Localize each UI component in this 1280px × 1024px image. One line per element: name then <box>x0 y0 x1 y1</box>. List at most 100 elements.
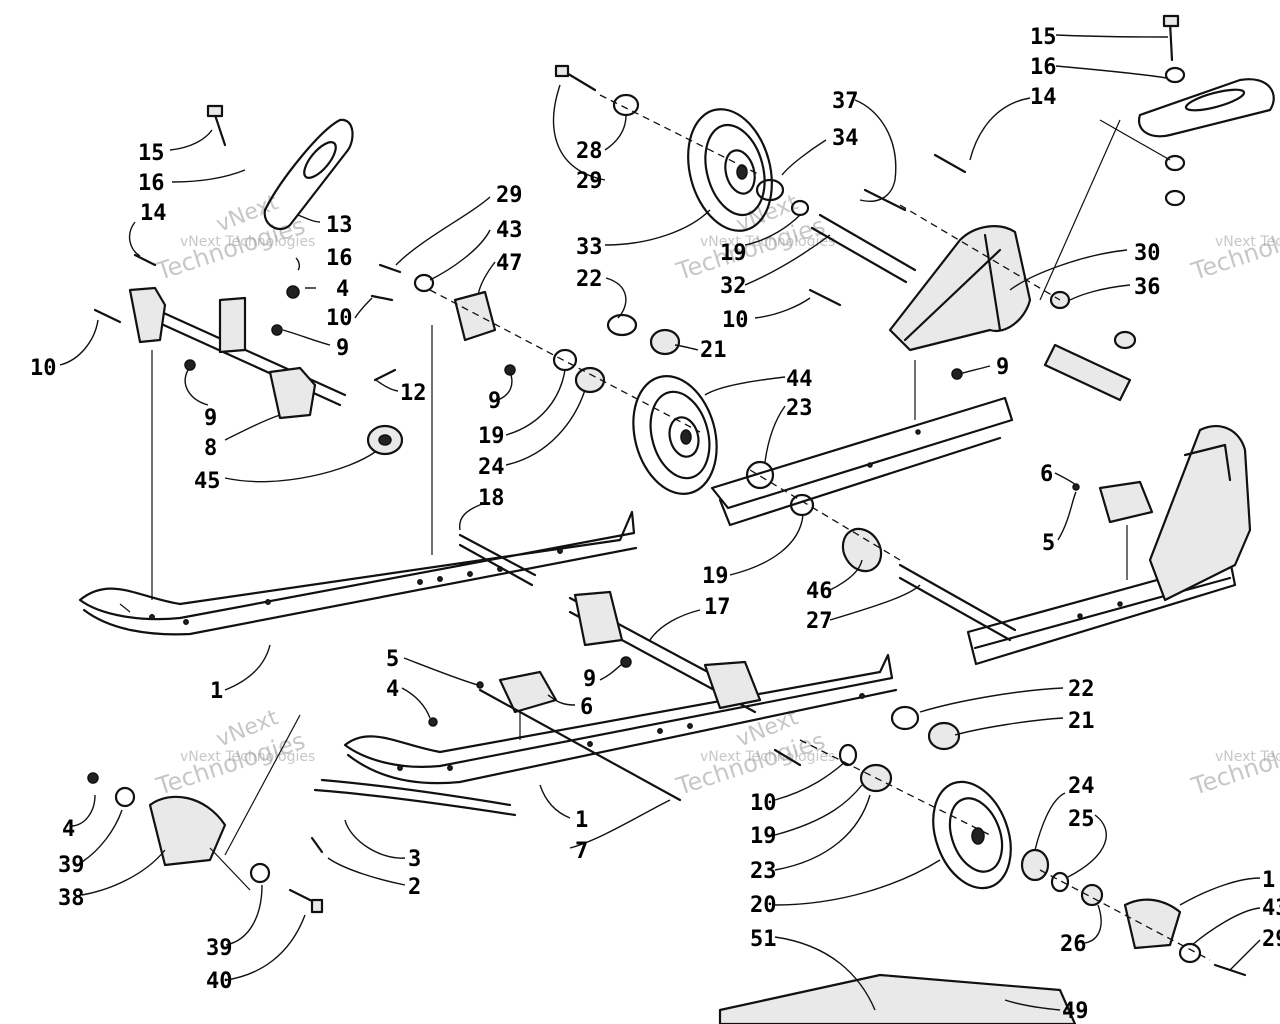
watermark-line3: Technologies <box>1187 211 1280 286</box>
callout-29: 29 <box>576 169 603 194</box>
callout-49: 49 <box>1062 999 1089 1024</box>
watermark-top-right: vNext Technologies Technologies <box>1187 211 1280 286</box>
watermark-top-left: vNext vNext Technologies Technologies <box>152 190 315 286</box>
watermark-line2: vNext Technologies <box>700 234 835 250</box>
callout-44: 44 <box>786 367 813 392</box>
cross-rod-18 <box>458 533 537 587</box>
callout-34: 34 <box>832 126 859 151</box>
rear-axle-tube <box>810 213 1132 402</box>
front-shaft-assembly <box>128 286 404 456</box>
callout-36: 36 <box>1134 275 1161 300</box>
callout-8: 8 <box>204 436 217 461</box>
callout-12: 12 <box>400 381 427 406</box>
center-shaft-17 <box>568 590 762 714</box>
callout-15: 15 <box>1030 25 1057 50</box>
callout-4: 4 <box>62 817 75 842</box>
callout-9: 9 <box>583 667 596 692</box>
idler-wheel-33 <box>687 108 773 232</box>
watermark-line2: vNext Technologies <box>1215 234 1280 250</box>
front-arm-13 <box>263 118 354 231</box>
rear-arm-30 <box>888 225 1032 352</box>
callout-19: 19 <box>702 564 729 589</box>
callout-21: 21 <box>1068 709 1095 734</box>
callout-2: 2 <box>408 875 421 900</box>
cross-rod-27 <box>841 527 1017 642</box>
idler-wheel-44 <box>632 375 718 495</box>
callout-24: 24 <box>1068 774 1095 799</box>
watermark-line2: vNext Technologies <box>180 749 315 765</box>
callout-10: 10 <box>326 306 353 331</box>
callout-24: 24 <box>478 455 505 480</box>
callout-16: 16 <box>1030 55 1057 80</box>
callout-29: 29 <box>1262 927 1280 952</box>
leader-lines <box>59 34 1261 1011</box>
callout-13: 13 <box>326 213 353 238</box>
callout-1: 1 <box>575 808 588 833</box>
callout-6: 6 <box>1040 462 1053 487</box>
callout-43: 43 <box>496 218 523 243</box>
callout-43: 43 <box>1262 896 1280 921</box>
callout-23: 23 <box>750 859 777 884</box>
callout-14: 14 <box>1030 85 1057 110</box>
callout-22: 22 <box>1068 677 1095 702</box>
callout-5: 5 <box>386 647 399 672</box>
callout-18: 18 <box>478 486 505 511</box>
callout-19: 19 <box>750 824 777 849</box>
watermark-line3: Technologies <box>1187 726 1280 801</box>
callout-27: 27 <box>806 609 833 634</box>
callout-10: 10 <box>750 791 777 816</box>
callout-9: 9 <box>336 336 349 361</box>
callout-1: 1 <box>210 679 223 704</box>
rear-right-bracket <box>1148 425 1252 602</box>
callout-4: 4 <box>336 277 349 302</box>
callout-9: 9 <box>204 406 217 431</box>
callout-19: 19 <box>720 241 747 266</box>
callout-26: 26 <box>1060 932 1087 957</box>
callout-29: 29 <box>496 183 523 208</box>
callout-40: 40 <box>206 969 233 994</box>
callout-51: 51 <box>750 927 777 952</box>
callout-21: 21 <box>700 338 727 363</box>
callout-16: 16 <box>138 171 165 196</box>
callout-47: 47 <box>496 251 523 276</box>
callout-3: 3 <box>408 847 421 872</box>
callout-45: 45 <box>194 469 221 494</box>
callout-30: 30 <box>1134 241 1161 266</box>
watermark-line2: vNext Technologies <box>1215 749 1280 765</box>
left-slide-rail <box>78 510 638 636</box>
callout-4: 4 <box>386 677 399 702</box>
watermark-bottom-right: vNext Technologies Technologies <box>1187 726 1280 801</box>
watermark-top-center: vNext vNext Technologies Technologies <box>672 190 835 286</box>
callout-37: 37 <box>832 89 859 114</box>
upper-right-arm <box>1137 78 1275 138</box>
callout-10: 10 <box>30 356 57 381</box>
callout-14: 14 <box>140 201 167 226</box>
callout-labels: 15 16 14 13 16 4 10 9 10 9 8 12 45 29 43… <box>30 25 1280 1024</box>
watermark-bottom-left: vNext vNext Technologies Technologies <box>152 705 315 801</box>
callout-6: 6 <box>580 695 593 720</box>
rear-left-rail <box>710 396 1014 527</box>
callout-33: 33 <box>576 235 603 260</box>
callout-5: 5 <box>1042 531 1055 556</box>
callout-23: 23 <box>786 396 813 421</box>
callout-17: 17 <box>704 595 731 620</box>
callout-32: 32 <box>720 274 747 299</box>
callout-9: 9 <box>996 355 1009 380</box>
callout-22: 22 <box>576 267 603 292</box>
watermark-line2: vNext Technologies <box>700 749 835 765</box>
callout-19: 19 <box>478 424 505 449</box>
callout-1: 1 <box>1262 868 1275 893</box>
callout-39: 39 <box>206 936 233 961</box>
watermark-line2: vNext Technologies <box>180 234 315 250</box>
callout-9: 9 <box>488 389 501 414</box>
callout-39: 39 <box>58 853 85 878</box>
right-slide-rail <box>343 653 898 785</box>
callout-16: 16 <box>326 246 353 271</box>
callout-20: 20 <box>750 893 777 918</box>
idler-wheel-20 <box>932 780 1012 890</box>
hardware-group <box>87 14 1247 1024</box>
alignment-lines <box>151 94 1211 961</box>
callout-46: 46 <box>806 579 833 604</box>
